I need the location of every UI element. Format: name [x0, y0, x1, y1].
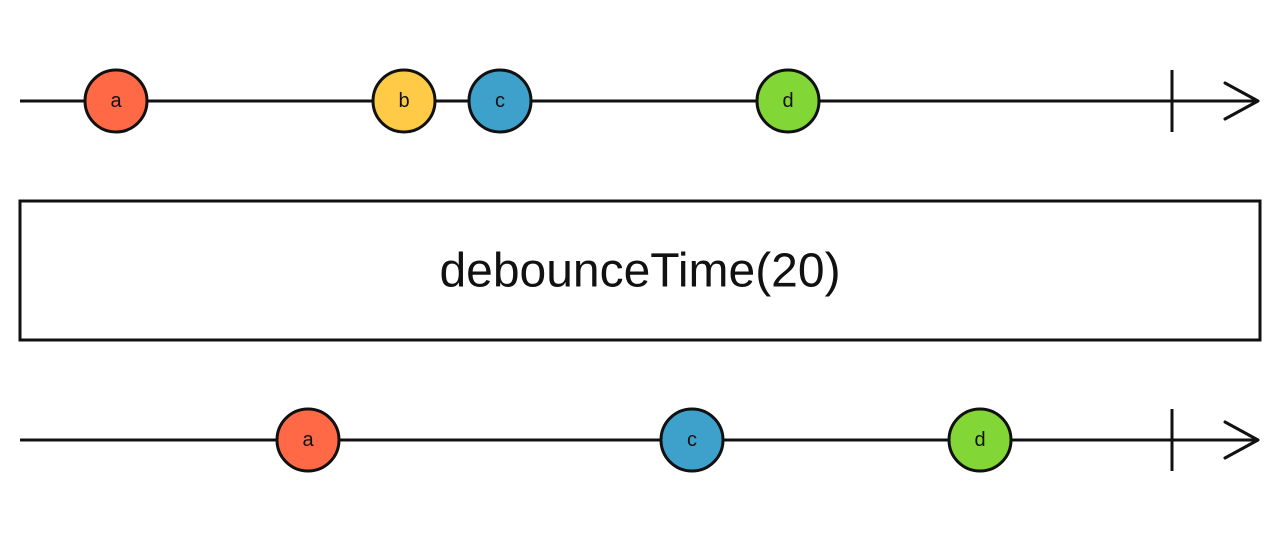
input-marble-circle: [467, 68, 533, 134]
input-marble-a: a: [83, 68, 149, 134]
output-marble-label: c: [687, 429, 697, 451]
operator-box: [18, 199, 1262, 342]
output-marble-d: d: [947, 407, 1013, 473]
output-marble-label: d: [974, 429, 985, 451]
input-marble-label: c: [495, 90, 505, 112]
output-marble-a: a: [275, 407, 341, 473]
operator-label: debounceTime(20): [439, 245, 840, 298]
input-marble-label: a: [110, 90, 122, 112]
input-marble-circle: [371, 68, 437, 134]
input-marble-b: b: [371, 68, 437, 134]
input-arrow-head: [1223, 81, 1260, 121]
output-marble-circle: [275, 407, 341, 473]
input-marbles: a b c d: [83, 68, 821, 134]
output-arrow-head: [1223, 420, 1260, 460]
output-marble-c: c: [659, 407, 725, 473]
operator: debounceTime(20): [18, 199, 1262, 342]
output-marble-circle: [659, 407, 725, 473]
input-marble-circle: [83, 68, 149, 134]
input-marble-d: d: [755, 68, 821, 134]
input-marble-label: b: [398, 90, 409, 112]
input-marble-c: c: [467, 68, 533, 134]
input-marble-label: d: [782, 90, 793, 112]
output-marble-circle: [947, 407, 1013, 473]
output-marble-label: a: [302, 429, 314, 451]
input-timeline: a b c d: [20, 68, 1260, 134]
input-marble-circle: [755, 68, 821, 134]
